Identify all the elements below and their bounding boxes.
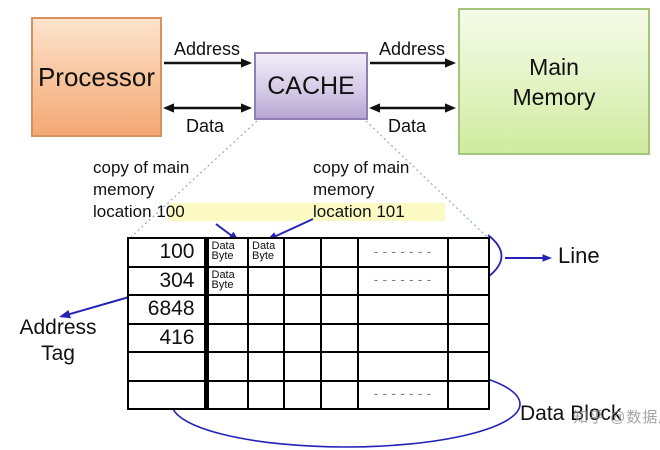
line-brace (487, 234, 503, 278)
data-byte-cell (205, 351, 249, 382)
data-byte-cell (205, 379, 249, 410)
address-tag-cell (127, 351, 209, 382)
end-cell (447, 351, 490, 382)
address-tag-cell: 416 (127, 322, 209, 353)
watermark: 知乎 @数据库 (573, 409, 660, 426)
data-byte-cell: Data Byte (247, 237, 285, 268)
end-cell (447, 294, 490, 325)
data-byte-cell (247, 322, 285, 353)
main-memory-box: Main Memory (458, 8, 650, 155)
end-cell (447, 265, 490, 296)
copy-note-100: copy of main memory location 100 (93, 158, 190, 221)
processor-box: Processor (31, 17, 162, 137)
cache-table: 100 Data Byte Data Byte ------- 304 Data… (127, 237, 490, 410)
cache-row-0: 100 Data Byte Data Byte ------- (127, 237, 490, 268)
cache-row-4 (127, 351, 490, 382)
data-byte-cell (320, 265, 359, 296)
address-tag-cell: 100 (127, 237, 209, 268)
data-byte-cell (320, 351, 359, 382)
data-byte-cell (283, 294, 322, 325)
ellipsis-cell (357, 294, 449, 325)
address-tag-label: Address Tag (19, 316, 97, 365)
address-tag-cell: 6848 (127, 294, 209, 325)
data-byte-cell (283, 265, 322, 296)
data-byte-cell (283, 322, 322, 353)
data-byte-cell (205, 322, 249, 353)
cache-row-1: 304 Data Byte ------- (127, 265, 490, 296)
cache-row-2: 6848 (127, 294, 490, 325)
data-bus-label-right: Data (387, 116, 427, 136)
data-byte-cell (320, 237, 359, 268)
line-label: Line (558, 243, 600, 268)
cache-box: CACHE (254, 52, 368, 120)
ellipsis-cell (357, 351, 449, 382)
data-byte-cell (283, 379, 322, 410)
data-byte-cell (320, 379, 359, 410)
cache-label: CACHE (267, 71, 355, 100)
address-bus-label-left: Address (173, 39, 241, 59)
data-byte-cell: Data Byte (205, 237, 249, 268)
end-cell (447, 322, 490, 353)
address-bus-label-right: Address (378, 39, 446, 59)
data-byte-cell (283, 237, 322, 268)
data-byte-cell (247, 294, 285, 325)
data-byte-cell: Data Byte (205, 265, 249, 296)
address-tag-cell (127, 379, 209, 410)
ellipsis-cell (357, 322, 449, 353)
data-byte-cell (205, 294, 249, 325)
ellipsis-cell: ------- (357, 379, 449, 410)
data-byte-cell (320, 322, 359, 353)
main-memory-label: Main Memory (512, 53, 596, 110)
address-tag-cell: 304 (127, 265, 209, 296)
data-byte-cell (283, 351, 322, 382)
data-byte-cell (247, 379, 285, 410)
data-byte-cell (247, 265, 285, 296)
data-byte-cell (247, 351, 285, 382)
cache-row-3: 416 (127, 322, 490, 353)
cache-row-5: ------- (127, 379, 490, 410)
processor-label: Processor (37, 61, 156, 92)
data-block-label: Data Block (520, 402, 622, 425)
ellipsis-cell: ------- (357, 237, 449, 268)
data-bus-label-left: Data (185, 116, 225, 136)
end-cell (447, 237, 490, 268)
end-cell (447, 379, 490, 410)
data-byte-cell (320, 294, 359, 325)
copy-note-101: copy of main memory location 101 (313, 158, 410, 221)
ellipsis-cell: ------- (357, 265, 449, 296)
